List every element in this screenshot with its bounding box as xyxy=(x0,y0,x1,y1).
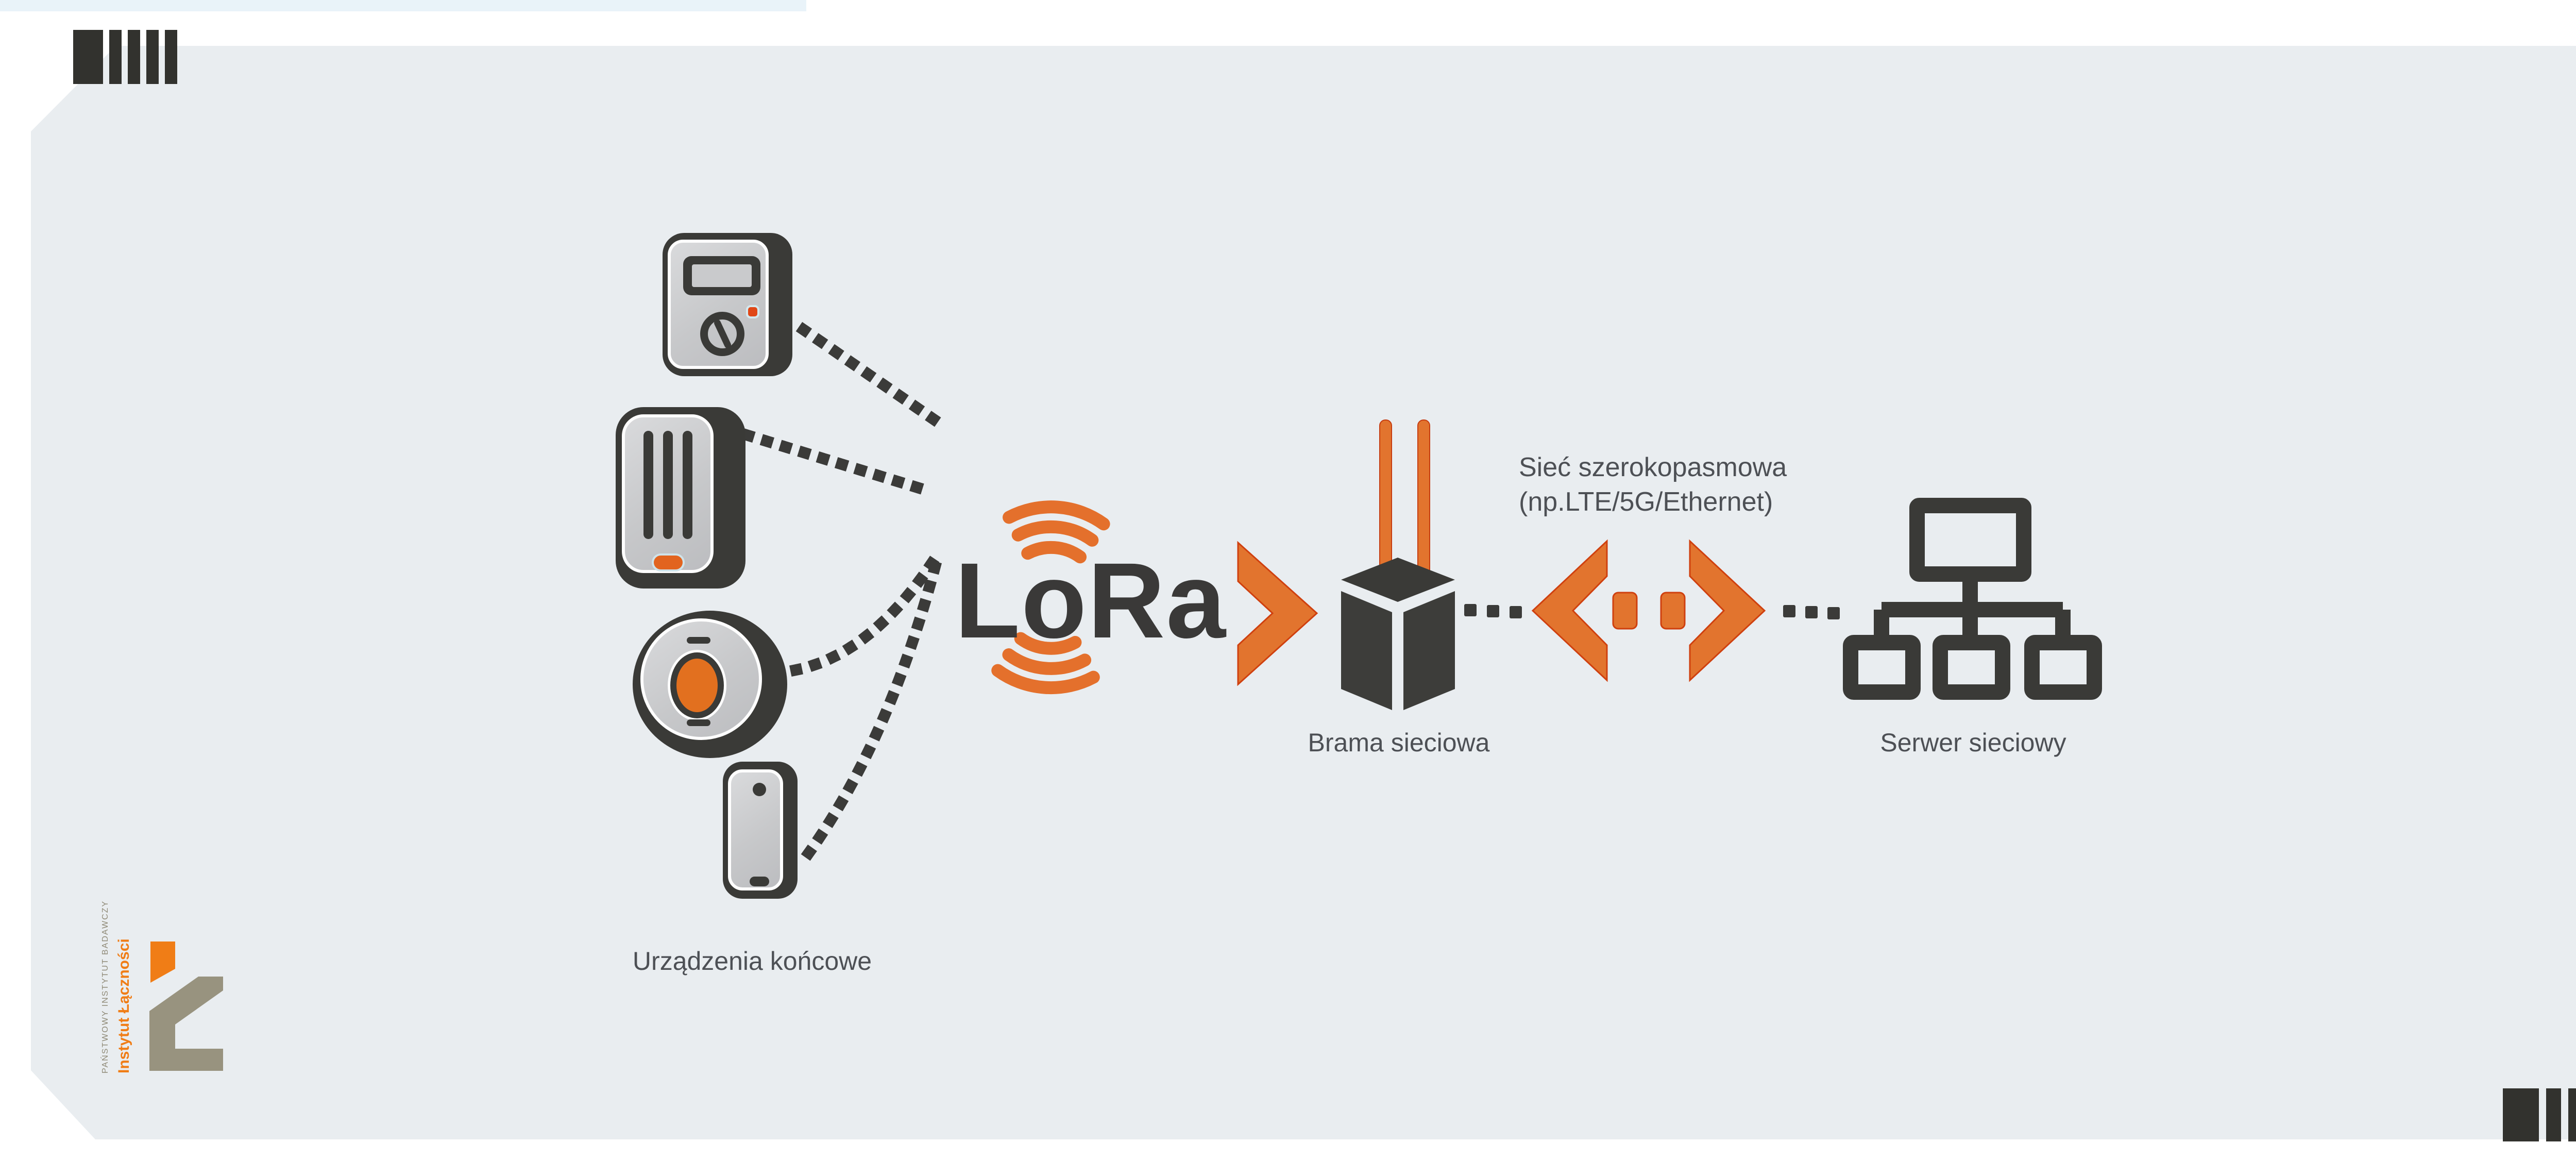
phone-camera-dot xyxy=(753,783,766,796)
broadband-caption-line1: Sieć szerokopasmowa xyxy=(1519,452,1787,482)
smoke-detector-button xyxy=(670,652,724,718)
barcode-corner-mark-top-left xyxy=(73,30,183,84)
gateway-label: Brama sieciowa xyxy=(1308,728,1490,757)
wall-sensor-icon xyxy=(616,407,745,589)
server-label: Serwer sieciowy xyxy=(1880,728,2066,757)
barcode-bar xyxy=(2546,1088,2561,1141)
logo-subtitle: PAŃSTWOWY INSTYTUT BADAWCZY xyxy=(101,900,110,1073)
lora-wordmark: LoRa xyxy=(955,541,1227,661)
smoke-detector-vent xyxy=(687,719,710,726)
broadband-caption-line2: (np.LTE/5G/Ethernet) xyxy=(1519,487,1773,517)
diagram-panel xyxy=(31,46,2576,1139)
meter-display xyxy=(683,256,760,295)
meter-display-window xyxy=(692,264,752,287)
sensor-face xyxy=(622,414,714,573)
mobile-phone-icon xyxy=(723,762,798,899)
phone-home-button xyxy=(750,877,769,886)
meter-knob-icon xyxy=(700,312,744,356)
barcode-bar xyxy=(73,30,103,84)
barcode-bar xyxy=(2568,1088,2576,1141)
scan-strip xyxy=(0,0,806,11)
sensor-led xyxy=(654,556,683,569)
barcode-bar xyxy=(2503,1088,2539,1141)
barcode-corner-mark-bottom-right xyxy=(2503,1088,2576,1141)
barcode-bar xyxy=(146,30,159,84)
smoke-detector-icon xyxy=(633,611,787,758)
sensor-vent-slot xyxy=(643,431,653,539)
meter-knob-slot xyxy=(713,318,733,349)
sensor-vent-slot xyxy=(663,431,673,539)
smoke-detector-vent xyxy=(687,637,710,644)
electricity-meter-icon xyxy=(663,233,792,376)
phone-face xyxy=(728,769,783,890)
sensor-vent-slot xyxy=(683,431,692,539)
meter-face xyxy=(668,240,769,369)
barcode-bar xyxy=(128,30,140,84)
smoke-detector-face xyxy=(640,618,762,740)
broadband-caption: Sieć szerokopasmowa (np.LTE/5G/Ethernet) xyxy=(1519,450,1787,519)
barcode-bar xyxy=(109,30,122,84)
barcode-bar xyxy=(165,30,177,84)
logo-title: Instytut Łączności xyxy=(115,938,132,1073)
end-devices-label: Urządzenia końcowe xyxy=(632,947,872,976)
meter-led xyxy=(748,307,757,316)
